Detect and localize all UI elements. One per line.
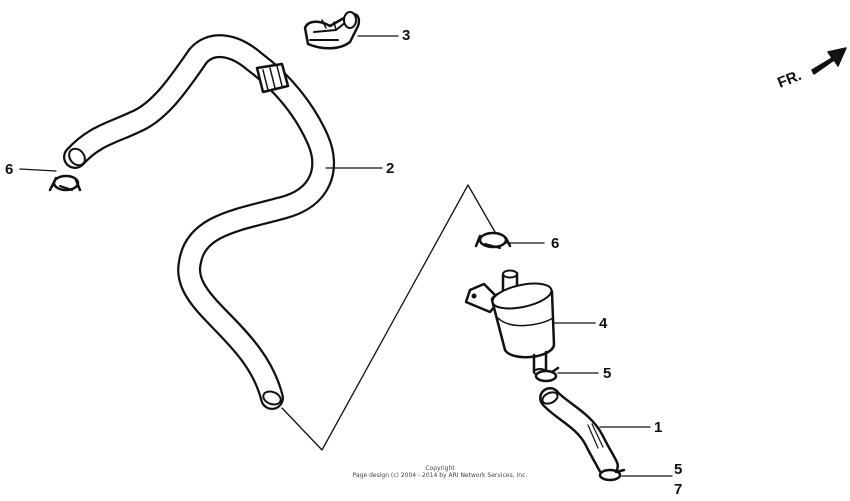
clamp-part-6-right [474, 231, 512, 249]
callout-6-left: 6 [5, 161, 14, 178]
clip-part-5-upper [534, 366, 560, 383]
callout-2: 2 [386, 160, 395, 177]
copyright-notice: Copyright Page design (c) 2004 - 2014 by… [300, 465, 580, 480]
callout-7: 7 [674, 481, 683, 498]
hose-sleeve [255, 62, 290, 94]
callout-5-upper: 5 [603, 365, 612, 382]
callout-5-lower: 5 [674, 461, 683, 478]
connection-guide-line [281, 184, 496, 451]
front-direction-label: FR. [775, 67, 804, 92]
clamp-part-6-left [48, 174, 82, 192]
copyright-line-1: Copyright [425, 465, 455, 472]
clip-part-3 [303, 11, 361, 50]
leader-lines [19, 35, 673, 477]
filter-part-4 [464, 269, 556, 376]
front-arrow-icon [811, 47, 847, 75]
hose-part-1 [539, 387, 619, 477]
hose-part-2 [63, 34, 336, 410]
callout-6-right: 6 [551, 235, 560, 252]
callout-4: 4 [599, 315, 608, 332]
clip-part-5-lower [598, 468, 626, 482]
callout-1: 1 [654, 419, 663, 436]
copyright-line-2: Page design (c) 2004 - 2014 by ARI Netwo… [352, 471, 528, 479]
callout-3: 3 [402, 27, 411, 44]
